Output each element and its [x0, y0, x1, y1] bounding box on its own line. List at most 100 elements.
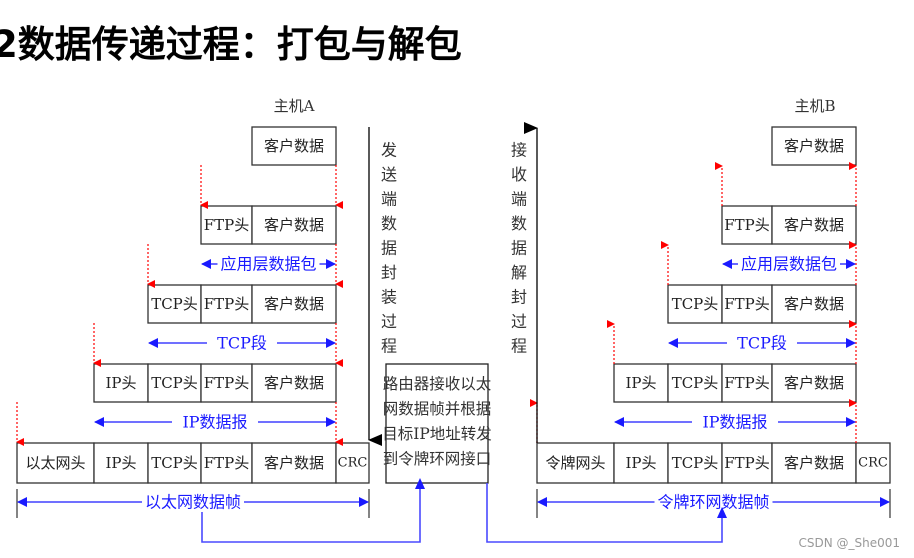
- vertical-char: 收: [511, 165, 527, 184]
- router-to-tokenring-line: [486, 483, 723, 543]
- cell-label: IP头: [105, 454, 136, 472]
- vertical-char: 接: [511, 141, 527, 160]
- host-b-cell: TCP头: [667, 442, 723, 484]
- cell-label: IP头: [625, 454, 656, 472]
- host-b-cell: FTP头: [721, 442, 773, 484]
- host-b-cell: 客户数据: [771, 126, 857, 166]
- router-box: [385, 363, 489, 484]
- cell-label: FTP头: [204, 374, 250, 392]
- vertical-char: 封: [381, 263, 397, 282]
- host-b-cell: 客户数据: [771, 442, 857, 484]
- cell-label: 以太网头: [25, 454, 85, 472]
- cell-label: FTP头: [204, 216, 250, 234]
- cell-label: IP头: [625, 374, 656, 392]
- span-label: IP数据报: [702, 413, 767, 432]
- span-label: 令牌环网数据帧: [657, 493, 769, 512]
- vertical-char: 数: [381, 214, 397, 233]
- cell-label: 客户数据: [264, 137, 324, 155]
- tokenring-input-arrow-icon: [717, 507, 727, 518]
- cell-label: 令牌网头: [545, 454, 605, 472]
- host-b-cell: TCP头: [667, 363, 723, 403]
- vertical-char: 端: [381, 190, 397, 209]
- host-a-cell: IP头: [93, 363, 149, 403]
- host-a-cell: TCP头: [147, 284, 202, 324]
- cell-label: TCP头: [672, 454, 719, 472]
- host-b-cell: 客户数据: [771, 205, 857, 245]
- vertical-char: 解: [511, 263, 527, 282]
- host-a-cell: TCP头: [147, 442, 202, 484]
- cell-label: 客户数据: [784, 137, 844, 155]
- host-a-cell: CRC: [335, 442, 370, 484]
- vertical-char: 据: [511, 239, 527, 258]
- host-a-cell: 客户数据: [251, 205, 337, 245]
- vertical-char: 送: [381, 165, 397, 184]
- router-text-line: 网数据帧并根据: [383, 400, 492, 418]
- vertical-char: 数: [511, 214, 527, 233]
- vertical-char: 程: [381, 337, 397, 356]
- vertical-char: 端: [511, 190, 527, 209]
- host-b-label: 主机B: [794, 97, 835, 115]
- host-b-cell: 令牌网头: [536, 442, 615, 484]
- host-b-cell: 客户数据: [771, 284, 857, 324]
- host-b-cell: CRC: [855, 442, 891, 484]
- router-text-line: 目标IP地址转发: [382, 425, 492, 443]
- span-label: 以太网数据帧: [145, 493, 241, 512]
- span-label: 应用层数据包: [741, 255, 837, 274]
- cell-label: 客户数据: [264, 374, 324, 392]
- cell-label: FTP头: [724, 295, 770, 313]
- cell-label: 客户数据: [264, 216, 324, 234]
- watermark: CSDN @_She001: [798, 536, 900, 550]
- host-b-cell: FTP头: [721, 284, 773, 324]
- cell-label: TCP头: [672, 295, 719, 313]
- cell-label: TCP头: [151, 374, 198, 392]
- cell-label: FTP头: [724, 216, 770, 234]
- vertical-char: 发: [381, 141, 397, 160]
- cell-label: FTP头: [204, 454, 250, 472]
- host-a-cell: FTP头: [200, 284, 253, 324]
- cell-label: 客户数据: [784, 374, 844, 392]
- ethernet-to-router-line: [201, 489, 421, 543]
- vertical-char: 封: [511, 288, 527, 307]
- vertical-char: 过: [511, 312, 527, 331]
- cell-label: TCP头: [672, 374, 719, 392]
- host-b-cell: IP头: [613, 363, 669, 403]
- router-text-line: 路由器接收以太: [383, 375, 492, 393]
- cell-label: 客户数据: [264, 454, 324, 472]
- cell-label: TCP头: [151, 295, 198, 313]
- host-b-cell: 客户数据: [771, 363, 857, 403]
- cell-label: IP头: [105, 374, 136, 392]
- host-a-cell: FTP头: [200, 363, 253, 403]
- host-a-cell: 客户数据: [251, 363, 337, 403]
- cell-label: CRC: [858, 456, 888, 471]
- host-b-cell: IP头: [613, 442, 669, 484]
- page-title: 2数据传递过程：打包与解包: [0, 23, 462, 66]
- router-text-line: 到令牌环网接口: [383, 450, 492, 468]
- cell-label: FTP头: [724, 454, 770, 472]
- span-label: TCP段: [217, 334, 267, 353]
- cell-label: 客户数据: [784, 216, 844, 234]
- cell-label: 客户数据: [784, 295, 844, 313]
- span-label: TCP段: [737, 334, 787, 353]
- cell-label: FTP头: [724, 374, 770, 392]
- span-label: IP数据报: [182, 413, 247, 432]
- vertical-char: 程: [511, 337, 527, 356]
- host-a-cell: 客户数据: [251, 126, 337, 166]
- host-a-cell: FTP头: [200, 205, 253, 245]
- cell-label: FTP头: [204, 295, 250, 313]
- cell-label: CRC: [338, 456, 368, 471]
- host-a-cell: TCP头: [147, 363, 202, 403]
- host-a-cell: FTP头: [200, 442, 253, 484]
- vertical-char: 过: [381, 312, 397, 331]
- host-a-cell: 以太网头: [16, 442, 95, 484]
- host-a-cell: 客户数据: [251, 442, 337, 484]
- host-a-cell: IP头: [93, 442, 149, 484]
- cell-label: 客户数据: [784, 454, 844, 472]
- vertical-char: 据: [381, 239, 397, 258]
- cell-label: TCP头: [151, 454, 198, 472]
